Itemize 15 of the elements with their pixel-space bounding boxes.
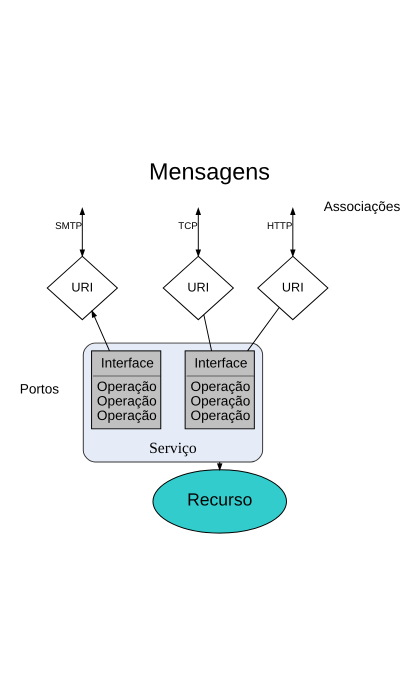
node-diamond: URI: [162, 256, 234, 320]
edge-label: HTTP: [266, 221, 292, 232]
arrow: [196, 207, 202, 258]
connector: [247, 307, 280, 352]
connector: [203, 314, 212, 352]
arrow: [80, 207, 86, 258]
edge-label: TCP: [178, 221, 198, 232]
arrow: [91, 310, 110, 352]
label: Portos: [20, 381, 60, 396]
node-ellipse: Recurso: [152, 469, 287, 534]
edge-label: SMTP: [55, 221, 82, 232]
node-diamond: URI: [257, 256, 329, 320]
label: Associações: [324, 199, 400, 214]
arrow: [290, 207, 296, 258]
diagram-title: Mensagens: [149, 158, 270, 185]
